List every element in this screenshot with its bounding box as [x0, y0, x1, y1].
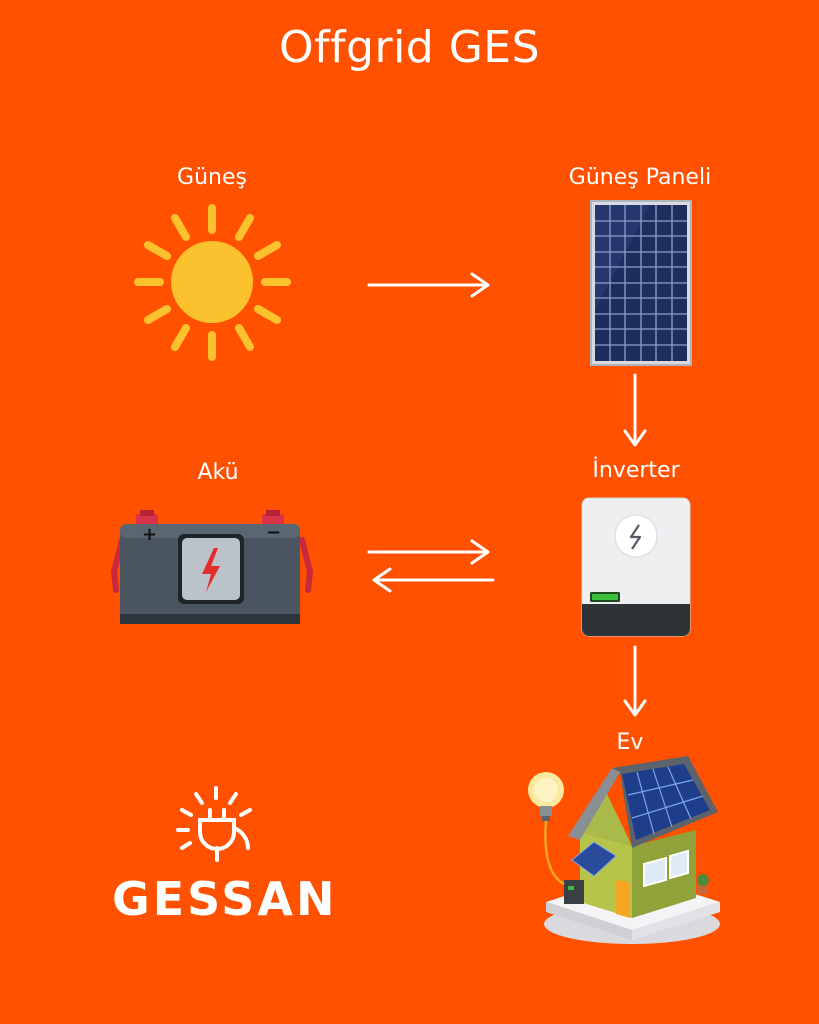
battery-label: Akü: [197, 460, 239, 485]
battery-plus-terminal: +: [142, 524, 158, 545]
arrow-inverter-to-battery: [366, 566, 496, 594]
inverter-icon: [580, 496, 692, 638]
sun-icon: [130, 200, 295, 365]
panel-label: Güneş Paneli: [568, 165, 712, 190]
solar-panel-icon: [590, 200, 692, 366]
battery-minus-terminal: −: [266, 522, 282, 543]
arrow-battery-to-inverter: [366, 538, 496, 566]
arrow-sun-to-panel: [366, 270, 496, 300]
gessan-logo-icon: [172, 784, 262, 866]
arrow-inverter-to-house: [620, 644, 650, 720]
battery-icon: [106, 510, 318, 626]
brand-name: GESSAN: [112, 872, 338, 926]
page-title: Offgrid GES: [278, 22, 541, 73]
house-icon: [520, 752, 730, 948]
inverter-label: İnverter: [592, 458, 680, 483]
arrow-panel-to-inverter: [620, 372, 650, 450]
house-label: Ev: [616, 730, 644, 755]
sun-label: Güneş: [177, 165, 247, 190]
